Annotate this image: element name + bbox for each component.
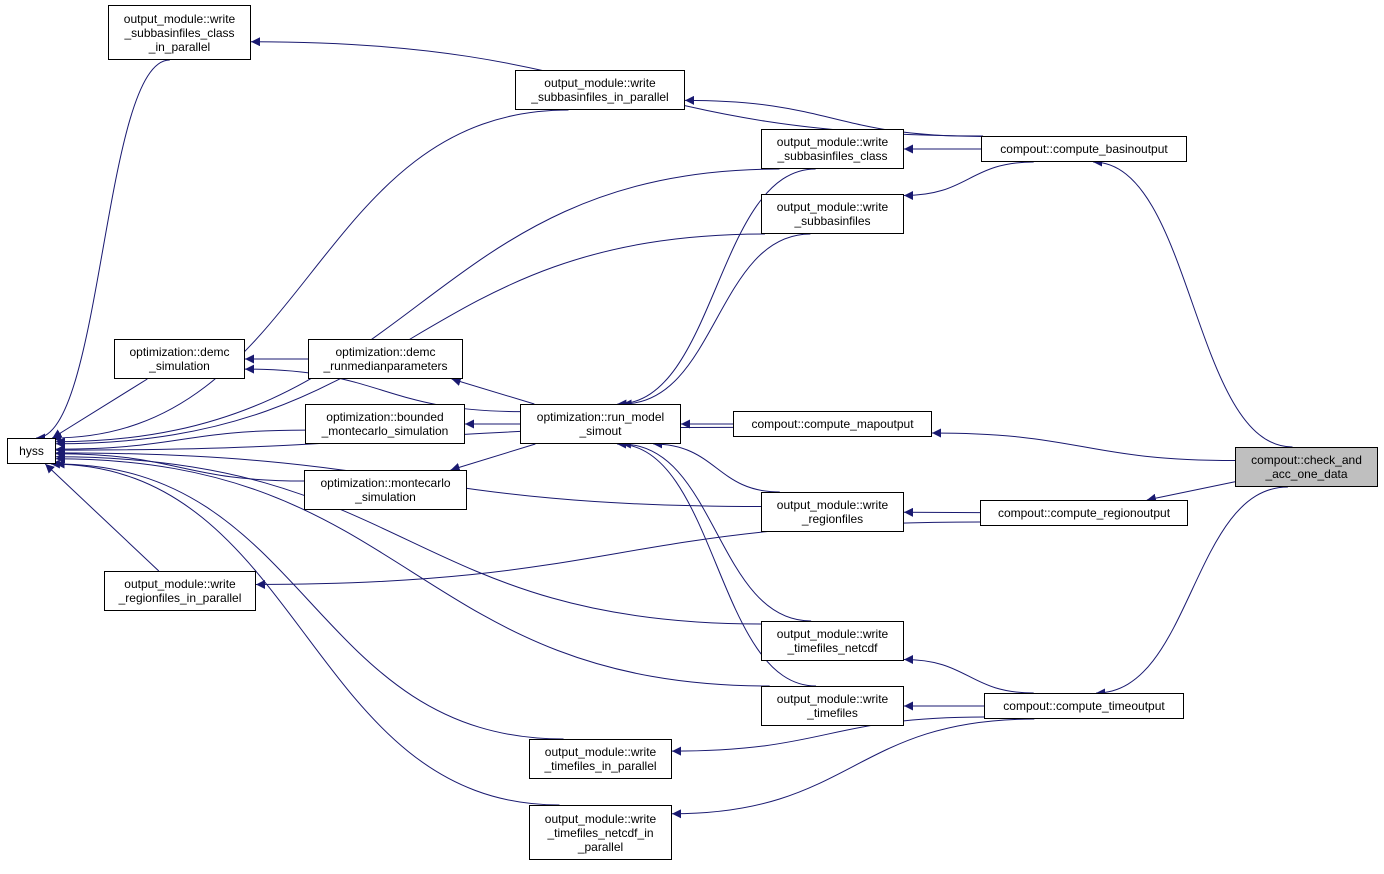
edge-hyss-region_par <box>44 463 160 572</box>
edge-runmodel-sb <box>622 233 811 409</box>
edge-hyss-bounded <box>55 429 306 454</box>
edge-runmodel-tf <box>616 439 817 687</box>
edge-sb-basin <box>903 161 1034 201</box>
node-hyss[interactable]: hyss <box>7 438 56 464</box>
edge-runmodel-tf_netcdf <box>621 439 812 622</box>
edge-tf_par-timeout <box>671 716 985 756</box>
node-compute-regionoutput[interactable]: compout::compute_regionoutput <box>980 500 1188 526</box>
node-demc-runmedianparameters[interactable]: optimization::demc _runmedianparameters <box>308 339 463 379</box>
edge-monte-runmodel <box>450 443 536 472</box>
node-write-regionfiles[interactable]: output_module::write _regionfiles <box>761 492 904 532</box>
node-write-subbasinfiles-class-in-parallel[interactable]: output_module::write _subbasinfiles_clas… <box>108 5 251 60</box>
edge-hyss-demc <box>52 378 148 439</box>
edge-basin-check <box>1093 157 1293 448</box>
edge-demc-runmodel <box>244 364 521 413</box>
edge-mapout-check <box>931 428 1236 462</box>
node-compute-basinoutput[interactable]: compout::compute_basinoutput <box>981 136 1187 162</box>
edge-demc_med-runmodel <box>451 377 535 405</box>
node-write-timefiles[interactable]: output_module::write _timefiles <box>761 686 904 726</box>
edge-hyss-sb_class <box>55 168 780 447</box>
edge-hyss-tf <box>55 454 770 687</box>
edge-runmodel-sb_class <box>617 168 816 409</box>
node-write-subbasinfiles-class[interactable]: output_module::write _subbasinfiles_clas… <box>761 129 904 169</box>
node-run-model-simout[interactable]: optimization::run_model _simout <box>520 404 681 444</box>
node-write-regionfiles-in-parallel[interactable]: output_module::write _regionfiles_in_par… <box>104 571 256 611</box>
node-montecarlo-simulation[interactable]: optimization::montecarlo _simulation <box>304 470 467 510</box>
edge-tf_netcdf-timeout <box>903 654 1034 694</box>
node-write-subbasinfiles-in-parallel[interactable]: output_module::write _subbasinfiles_in_p… <box>515 70 685 110</box>
edge-hyss-sbp <box>51 109 569 443</box>
edge-timeout-check <box>1096 486 1288 698</box>
edge-hyss-sbp_class <box>36 59 170 443</box>
node-write-subbasinfiles[interactable]: output_module::write _subbasinfiles <box>761 194 904 234</box>
edge-hyss-sb <box>55 233 765 449</box>
node-bounded-montecarlo-simulation[interactable]: optimization::bounded _montecarlo_simula… <box>305 404 465 444</box>
node-write-timefiles-netcdf-in-parallel[interactable]: output_module::write _timefiles_netcdf_i… <box>529 805 672 860</box>
node-check-and-acc-one-data: compout::check_and _acc_one_data <box>1235 447 1378 487</box>
edge-tf_netcdf_par-timeout <box>671 718 1035 819</box>
edge-sbp-basin <box>684 95 982 137</box>
edge-hyss-tf_netcdf <box>55 452 762 625</box>
edge-hyss-tf_par <box>55 459 564 740</box>
node-demc-simulation[interactable]: optimization::demc _simulation <box>114 339 245 379</box>
node-compute-timeoutput[interactable]: compout::compute_timeoutput <box>984 693 1184 719</box>
edge-hyss-tf_netcdf_par <box>50 459 560 806</box>
node-write-timefiles-netcdf[interactable]: output_module::write _timefiles_netcdf <box>761 621 904 661</box>
node-compute-mapoutput[interactable]: compout::compute_mapoutput <box>733 411 932 437</box>
node-write-timefiles-in-parallel[interactable]: output_module::write _timefiles_in_paral… <box>529 739 672 779</box>
edge-regionout-check <box>1146 481 1236 503</box>
edge-hyss-monte <box>55 449 305 482</box>
edge-runmodel-region <box>653 439 780 493</box>
